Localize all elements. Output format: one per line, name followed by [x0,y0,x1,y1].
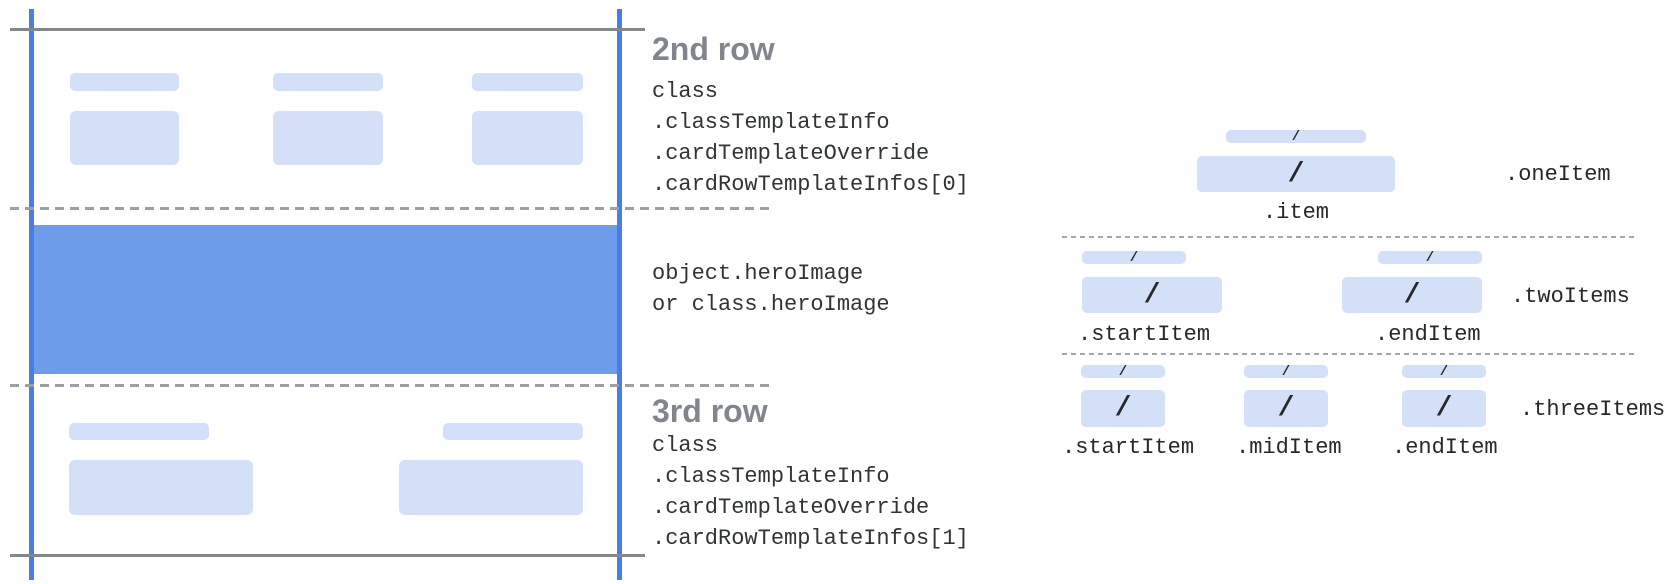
slash-glyph: / [1287,158,1305,190]
hero-code-block: object.heroImage or class.heroImage [652,258,890,320]
oneitem-row-label: .oneItem [1505,162,1611,187]
slash-glyph: / [1291,128,1301,145]
row2-code-block: class .classTemplateInfo .cardTemplateOv… [652,76,969,200]
row2-col1-value-placeholder [70,111,179,165]
row3-code-line: class [652,433,719,458]
row3-code-line: .cardRowTemplateInfos[1] [652,526,969,551]
card-bottom-border [10,554,645,557]
threeitems-row-label: .threeItems [1520,397,1666,422]
twoitems-startitem-small-bar: / [1082,249,1186,266]
row2-col3-label-placeholder [472,73,583,91]
slash-glyph: / [1403,279,1421,311]
row3-start-value-placeholder [69,460,253,515]
row2-code-line: .cardTemplateOverride [652,141,930,166]
threeitems-startitem-small-bar: / [1081,363,1165,380]
card-left-edge-guide [29,9,34,580]
row2-code-line: .classTemplateInfo [652,110,890,135]
row2-col2-label-placeholder [273,73,383,91]
slash-glyph: / [1129,249,1139,266]
row2-col3-value-placeholder [472,111,583,165]
hero-image-band [29,225,622,374]
threeitems-enditem-large-bar: / [1402,390,1486,427]
threeitems-miditem-small-bar: / [1244,363,1328,380]
twoitems-row-label: .twoItems [1511,284,1630,309]
row-separator-dashed-upper [10,207,770,210]
twoitems-threeitems-separator [1062,353,1634,355]
oneitem-twoitems-separator [1062,236,1634,238]
slash-glyph: / [1114,393,1132,424]
twoitems-enditem-small-bar: / [1378,249,1482,266]
row2-code-line: class [652,79,719,104]
threeitems-enditem-label: .endItem [1392,435,1498,460]
oneitem-item-large-bar: / [1197,156,1395,192]
row2-code-line: .cardRowTemplateInfos[0] [652,172,969,197]
threeitems-miditem-large-bar: / [1244,390,1328,427]
slash-glyph: / [1281,363,1291,380]
row2-col1-label-placeholder [70,73,179,91]
card-right-edge-guide [617,9,622,580]
twoitems-enditem-large-bar: / [1342,277,1482,313]
hero-code-line: or class.heroImage [652,292,890,317]
row3-start-label-placeholder [69,423,209,440]
row-separator-dashed-lower [10,384,770,387]
threeitems-startitem-label: .startItem [1062,435,1195,460]
slash-glyph: / [1439,363,1449,380]
hero-code-line: object.heroImage [652,261,864,286]
twoitems-startitem-large-bar: / [1082,277,1222,313]
row3-end-value-placeholder [399,460,583,515]
row3-end-label-placeholder [443,423,583,440]
twoitems-enditem-label: .endItem [1375,322,1481,347]
slash-glyph: / [1435,393,1453,424]
twoitems-startitem-label: .startItem [1078,322,1211,347]
row3-code-line: .classTemplateInfo [652,464,890,489]
row3-heading: 3rd row [652,393,768,429]
threeitems-startitem-large-bar: / [1081,390,1165,427]
oneitem-item-small-bar: / [1226,128,1366,145]
slash-glyph: / [1143,279,1161,311]
row3-code-block: class .classTemplateInfo .cardTemplateOv… [652,430,969,554]
slash-glyph: / [1118,363,1128,380]
threeitems-miditem-label: .midItem [1236,435,1342,460]
slash-glyph: / [1277,393,1295,424]
slash-glyph: / [1425,249,1435,266]
row2-heading: 2nd row [652,31,775,67]
card-top-border [10,28,645,31]
row2-col2-value-placeholder [273,111,383,165]
oneitem-item-label: .item [1262,200,1329,225]
row3-code-line: .cardTemplateOverride [652,495,930,520]
threeitems-enditem-small-bar: / [1402,363,1486,380]
